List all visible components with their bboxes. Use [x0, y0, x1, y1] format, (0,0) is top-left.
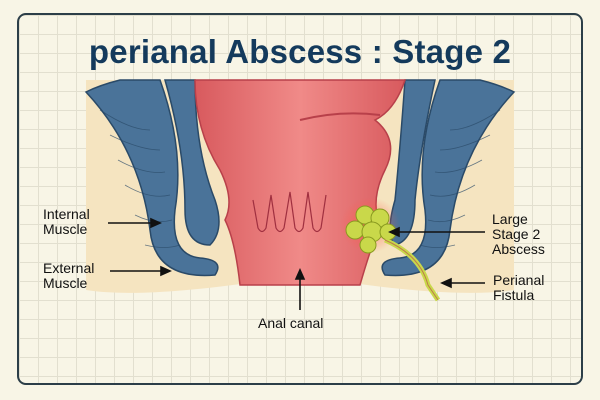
label-line: External — [43, 260, 95, 276]
right-external-muscle — [381, 79, 516, 277]
page-title: perianal Abscess : Stage 2 — [88, 33, 512, 70]
label-external-muscle: External Muscle — [43, 261, 94, 291]
left-internal-muscle — [164, 79, 220, 246]
label-line: Perianal — [493, 272, 545, 288]
label-line: Muscle — [43, 275, 88, 291]
label-internal-muscle: Internal Muscle — [43, 207, 90, 237]
label-line: Muscle — [43, 221, 88, 237]
label-line: Large — [492, 211, 528, 227]
label-line: Abscess — [492, 241, 545, 257]
label-fistula: Perianal Fistula — [493, 273, 544, 303]
label-line: Stage 2 — [492, 226, 541, 242]
label-line: Internal — [43, 206, 90, 222]
abscess — [345, 205, 397, 254]
anal-columns — [252, 191, 327, 233]
left-external-muscle — [84, 79, 219, 277]
label-line: Fistula — [493, 287, 535, 303]
rectal-fold — [299, 112, 381, 121]
label-abscess: Large Stage 2 Abscess — [492, 212, 545, 257]
label-anal-canal: Anal canal — [258, 315, 324, 331]
